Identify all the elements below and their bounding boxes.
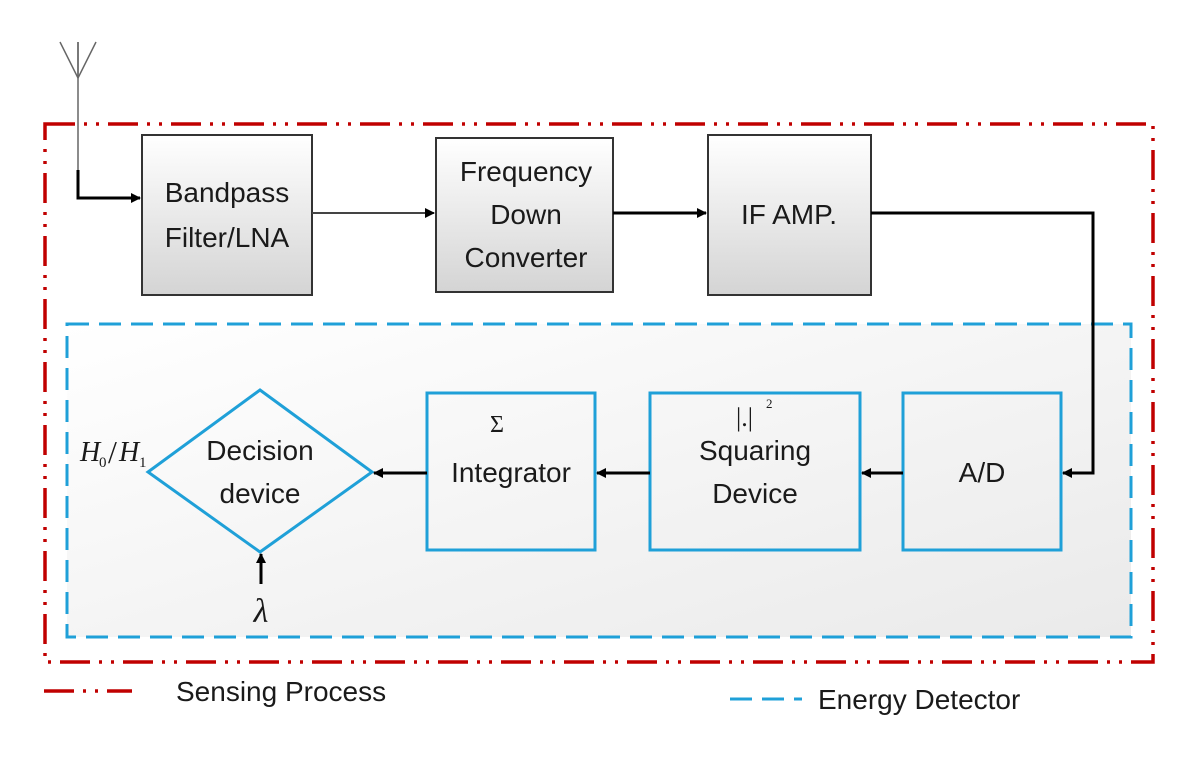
downconverter-label-line1: Frequency (460, 156, 592, 187)
squaring-device-block: |.| 2 Squaring Device (648, 391, 862, 552)
decision-device-block: Decision device (145, 388, 375, 554)
ad-label: A/D (959, 457, 1006, 488)
squaring-label-line1: Squaring (699, 435, 811, 466)
downconverter-label-line2: Down (490, 199, 562, 230)
downconverter-label-line3: Converter (465, 242, 588, 273)
energy-detector-boundary (65, 322, 1133, 639)
bandpass-label-line2: Filter/LNA (165, 222, 290, 253)
antenna-icon (59, 41, 97, 190)
hypothesis-slash: / (108, 434, 117, 470)
hypothesis-output-label: H 0 / H 1 (79, 434, 147, 471)
h0-letter: H (79, 437, 102, 468)
legend-detector-label: Energy Detector (818, 684, 1020, 715)
bandpass-label-line1: Bandpass (165, 177, 290, 208)
h1-subscript: 1 (139, 455, 147, 471)
squaring-exponent: 2 (766, 396, 773, 411)
legend: Sensing Process Energy Detector (44, 676, 1020, 715)
h1-letter: H (118, 437, 141, 468)
if-amp-label: IF AMP. (741, 199, 837, 230)
sensing-process-boundary (43, 122, 1155, 664)
signal-connectors (76, 170, 1095, 584)
threshold-lambda: λ (253, 593, 269, 630)
decision-label-line2: device (220, 478, 301, 509)
decision-label-line1: Decision (206, 435, 313, 466)
squaring-symbol: |.| (736, 403, 753, 432)
squaring-label-line2: Device (712, 478, 798, 509)
integrator-block: Σ Integrator (425, 391, 597, 552)
integrator-label: Integrator (451, 457, 571, 488)
legend-sensing-label: Sensing Process (176, 676, 386, 707)
if-amp-block: IF AMP. (707, 134, 872, 296)
h0-subscript: 0 (99, 455, 107, 471)
bandpass-filter-lna-block: Bandpass Filter/LNA (141, 134, 313, 296)
sigma-symbol: Σ (490, 412, 504, 438)
frequency-down-converter-block: Frequency Down Converter (435, 137, 614, 293)
